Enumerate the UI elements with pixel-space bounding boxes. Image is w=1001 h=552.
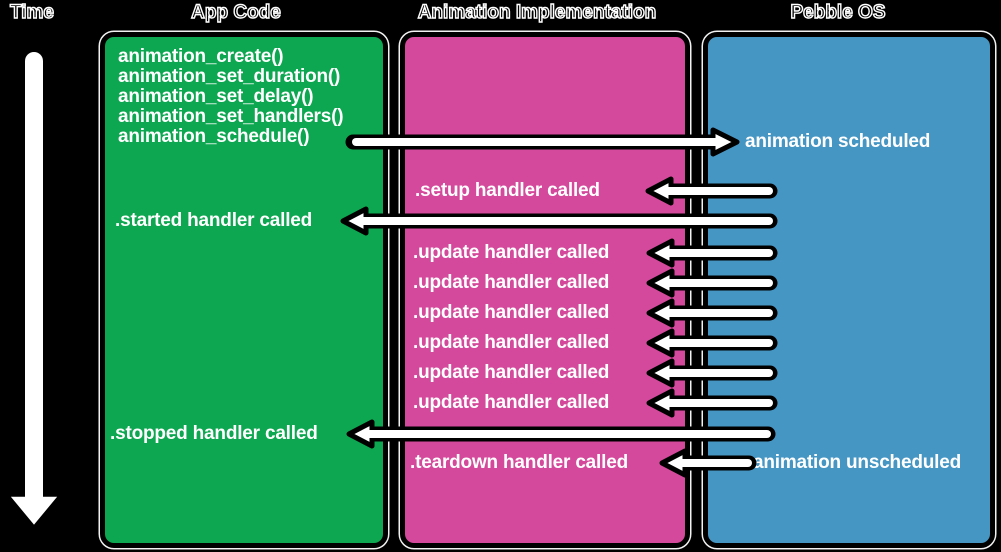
- time-header: Time: [9, 1, 55, 23]
- function-call-list: animation_create() animation_set_duratio…: [118, 46, 344, 147]
- function-call: animation_set_handlers(): [118, 106, 344, 127]
- started-handler-label: .started handler called: [115, 210, 313, 231]
- setup-handler-label: .setup handler called: [415, 180, 600, 201]
- function-call: animation_set_delay(): [118, 86, 314, 107]
- function-call: animation_create(): [118, 46, 284, 67]
- update-handler-label: .update handler called: [413, 332, 610, 353]
- animation-unscheduled-label: animation unscheduled: [753, 452, 961, 473]
- update-handler-label: .update handler called: [413, 392, 610, 413]
- app-code-header: App Code: [190, 1, 281, 23]
- teardown-handler-label: .teardown handler called: [410, 452, 628, 473]
- pebble-os-header: Pebble OS: [790, 1, 886, 23]
- animation-implementation-box: [400, 32, 690, 548]
- update-handler-label: .update handler called: [413, 302, 610, 323]
- update-handler-label: .update handler called: [413, 272, 610, 293]
- function-call: animation_set_duration(): [118, 66, 341, 87]
- app-code-box: [100, 32, 388, 548]
- animation-scheduled-label: animation scheduled: [745, 131, 931, 152]
- update-handler-label: .update handler called: [413, 242, 610, 263]
- animation-implementation-header: Animation Implementation: [417, 1, 657, 23]
- update-handler-label: .update handler called: [413, 362, 610, 383]
- time-arrow: [2, 46, 66, 532]
- stopped-handler-label: .stopped handler called: [110, 423, 318, 444]
- function-call: animation_schedule(): [118, 126, 310, 147]
